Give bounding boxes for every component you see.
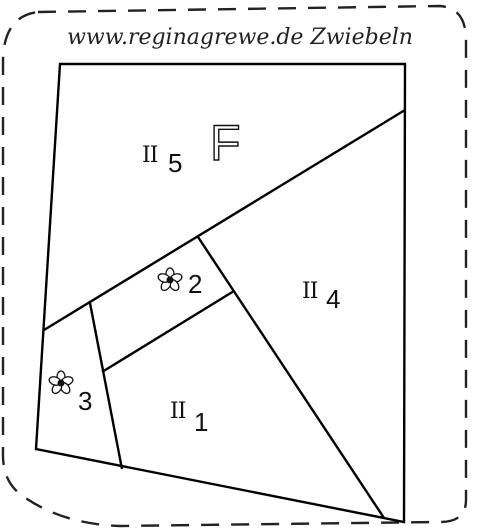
piece-3-label: 3: [48, 370, 92, 416]
roman-numeral: II: [170, 399, 186, 424]
seam-line-3: [88, 302, 124, 470]
website-text: www.reginagrewe.de Zwiebeln: [67, 25, 413, 50]
section-letter: F: [210, 115, 241, 171]
flower-icon: [48, 370, 74, 395]
piece-number: 2: [188, 269, 202, 299]
block-outline: [34, 62, 407, 524]
piece-1-label: II 1: [170, 399, 208, 437]
piece-number: 3: [78, 386, 92, 416]
piece-2-label: 2: [157, 267, 202, 299]
piece-number: 4: [326, 284, 340, 314]
piece-number: 5: [168, 148, 182, 178]
roman-numeral: II: [302, 279, 318, 304]
piece-4-label: II 4: [302, 279, 340, 314]
seam-line-2: [101, 289, 235, 374]
seam-line-5: [43, 108, 406, 332]
seam-line-4: [196, 236, 386, 519]
piece-number: 1: [194, 407, 208, 437]
piece-5-label: II 5: [142, 143, 182, 178]
roman-numeral: II: [142, 143, 158, 168]
flower-icon: [157, 267, 183, 292]
seam-allowance-outline: [1, 4, 468, 528]
